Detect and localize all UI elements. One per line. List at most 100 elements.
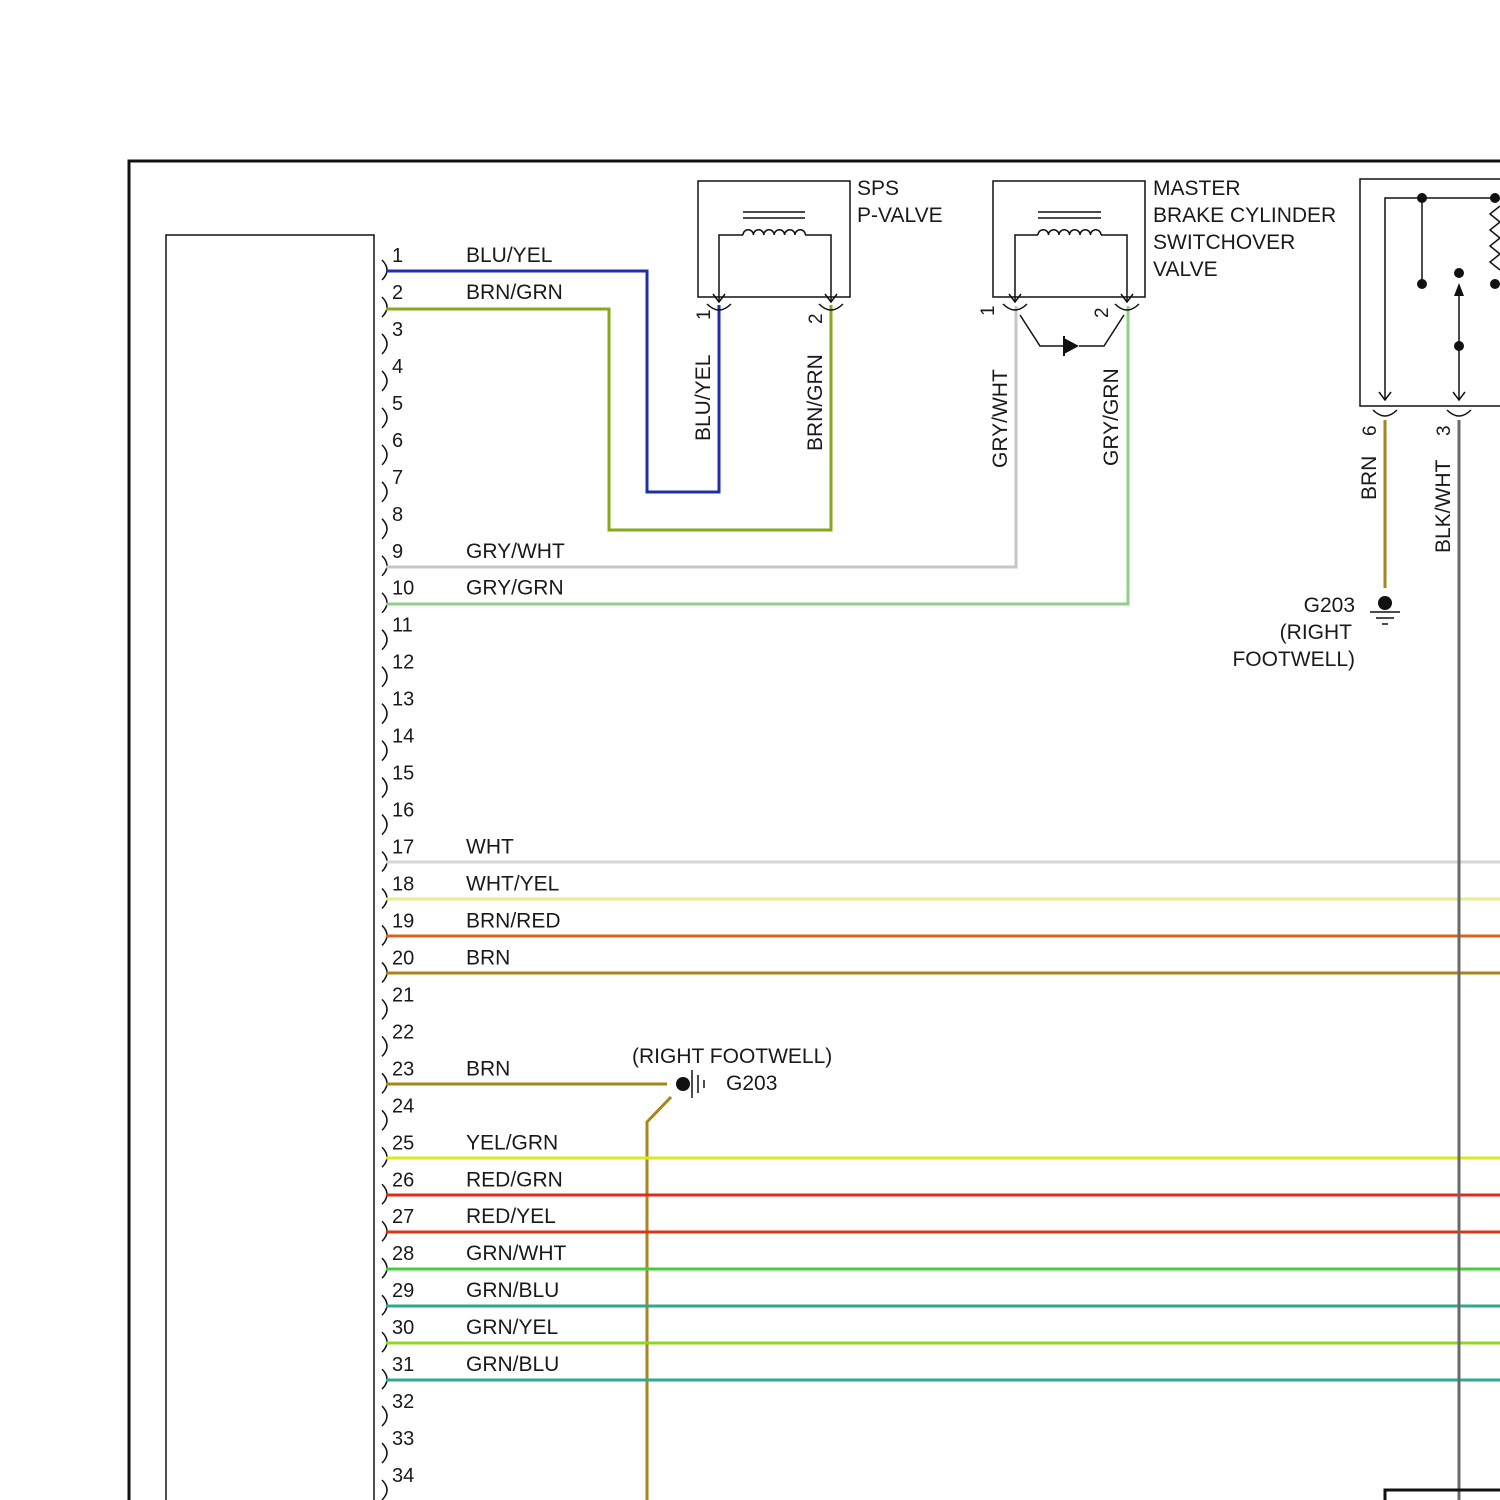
connector-pin-number: 3 — [392, 319, 403, 341]
right-component — [1360, 179, 1500, 416]
connector-pin-number: 26 — [392, 1169, 414, 1191]
connector-pin-hook — [382, 1443, 387, 1463]
connector-pin-hook — [382, 371, 387, 391]
connector-pin-number: 8 — [392, 504, 403, 526]
connector-wire-label: BRN/RED — [466, 909, 561, 932]
connector-pin-number: 19 — [392, 910, 414, 932]
master-wire-2-label: GRY/GRN — [1100, 368, 1123, 466]
sps-wire-1-label: BLU/YEL — [692, 355, 715, 441]
connector-pin-number: 29 — [392, 1280, 414, 1302]
connector-pin-number: 33 — [392, 1428, 414, 1450]
sps-valve — [698, 181, 850, 310]
connector-pin-number: 15 — [392, 763, 414, 785]
connector-wire-label: GRY/WHT — [466, 540, 565, 563]
connector-pin-hook — [382, 999, 387, 1019]
junction-dot — [1490, 193, 1500, 203]
connector-pin-hook — [382, 297, 387, 317]
connector-wire-label: GRN/WHT — [466, 1242, 566, 1265]
connector-wire-labels: BLU/YELBRN/GRNGRY/WHTGRY/GRNWHTWHT/YELBR… — [466, 244, 566, 1376]
connector-pin-hook — [382, 482, 387, 502]
ground-icon — [1370, 612, 1400, 624]
connector-pin-hook — [382, 519, 387, 539]
master-valve-title-2: BRAKE CYLINDER — [1153, 204, 1336, 227]
connector-wire-label: RED/YEL — [466, 1205, 556, 1228]
connector-pin-number: 14 — [392, 726, 414, 748]
connector-wire-label: RED/GRN — [466, 1168, 563, 1191]
junction-dot — [1417, 193, 1427, 203]
connector-pin-number: 34 — [392, 1465, 414, 1487]
connector-pin-hook — [382, 630, 387, 650]
connector-pin-number: 7 — [392, 467, 403, 489]
connector-wire-label: GRN/YEL — [466, 1316, 558, 1339]
contact-dot — [1417, 279, 1427, 289]
connector-wire-label: GRN/BLU — [466, 1353, 559, 1376]
connector-pins: 1234567891011121314151617181920212223242… — [382, 245, 414, 1500]
connector-wire-label: GRN/BLU — [466, 1279, 559, 1302]
ground-lower-id: G203 — [726, 1072, 777, 1095]
master-valve-title-3: SWITCHOVER — [1153, 231, 1295, 254]
connector-pin-number: 27 — [392, 1206, 414, 1228]
master-pin-2: 2 — [1092, 307, 1113, 318]
connector-pin-number: 9 — [392, 541, 403, 563]
control-module-box — [166, 235, 374, 1500]
wire-brn-grn — [386, 305, 831, 530]
sps-pin-2: 2 — [806, 313, 827, 324]
connector-pin-hook — [382, 778, 387, 798]
connector-wire-label: WHT/YEL — [466, 872, 559, 895]
connector-pin-number: 13 — [392, 689, 414, 711]
connector-wire-label: BRN/GRN — [466, 281, 563, 304]
connector-pin-hook — [382, 741, 387, 761]
ground-upper-loc-1: (RIGHT — [1280, 621, 1352, 644]
connector-pin-number: 20 — [392, 947, 414, 969]
contact-dot — [1490, 279, 1500, 289]
diode-icon — [1064, 338, 1079, 354]
right-pin-6: 6 — [1360, 425, 1381, 436]
connector-pin-hook — [382, 408, 387, 428]
connector-pin-number: 23 — [392, 1058, 414, 1080]
connector-pin-hook — [382, 704, 387, 724]
connector-pin-number: 24 — [392, 1095, 414, 1117]
connector-pin-number: 18 — [392, 873, 414, 895]
sps-pin-1: 1 — [694, 309, 715, 320]
connector-pin-hook — [382, 334, 387, 354]
connector-wire-label: BLU/YEL — [466, 244, 552, 267]
connector-wire-label: BRN — [466, 1057, 510, 1080]
connector-wire-label: BRN — [466, 946, 510, 969]
connector-pin-number: 30 — [392, 1317, 414, 1339]
right-pin-3: 3 — [1434, 425, 1455, 436]
master-wire-1-label: GRY/WHT — [989, 369, 1012, 468]
connector-pin-number: 16 — [392, 800, 414, 822]
ground-upper-id: G203 — [1304, 594, 1355, 617]
connector-pin-number: 2 — [392, 282, 403, 304]
contact-dot — [1454, 268, 1464, 278]
master-pin-1: 1 — [978, 305, 999, 316]
lower-right-box — [1385, 1490, 1500, 1500]
ground-point-icon — [1378, 596, 1392, 610]
connector-pin-hook — [382, 445, 387, 465]
connector-pin-number: 32 — [392, 1391, 414, 1413]
connector-pin-number: 25 — [392, 1132, 414, 1154]
wire-blu-yel — [386, 271, 719, 492]
sps-wire-2-label: BRN/GRN — [804, 354, 827, 451]
connector-pin-hook — [382, 1110, 387, 1130]
connector-pin-number: 21 — [392, 984, 414, 1006]
ground-point-icon — [676, 1077, 690, 1091]
connector-pin-number: 12 — [392, 652, 414, 674]
connector-pin-number: 11 — [392, 615, 413, 637]
connector-pin-number: 1 — [392, 245, 403, 267]
connector-wire-label: WHT — [466, 836, 514, 859]
master-valve-title-4: VALVE — [1153, 258, 1218, 281]
master-valve-title-1: MASTER — [1153, 177, 1241, 200]
ground-upper-loc-2: FOOTWELL) — [1232, 648, 1355, 671]
contact-dot — [1454, 341, 1464, 351]
connector-pin-number: 4 — [392, 356, 403, 378]
connector-wire-label: YEL/GRN — [466, 1131, 558, 1154]
connector-pin-number: 17 — [392, 837, 414, 859]
connector-pin-number: 28 — [392, 1243, 414, 1265]
connector-pin-hook — [382, 1036, 387, 1056]
connector-pin-hook — [382, 1406, 387, 1426]
sps-valve-title-1: SPS — [857, 177, 899, 200]
connector-pin-hook — [382, 815, 387, 835]
right-wire-3-label: BLK/WHT — [1432, 459, 1455, 553]
